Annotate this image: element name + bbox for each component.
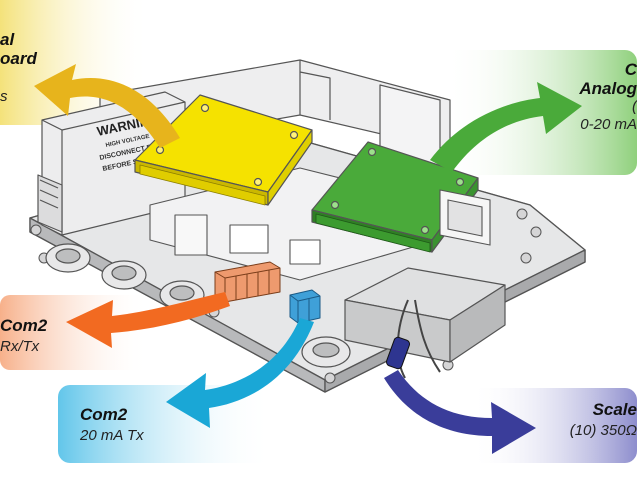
board-screw xyxy=(330,200,340,210)
label-analog-line1: C xyxy=(624,60,637,79)
ferrite-core xyxy=(385,336,411,370)
screw xyxy=(30,224,42,236)
load-cell-box xyxy=(344,267,506,363)
screw xyxy=(520,252,532,264)
gland xyxy=(169,285,195,301)
gland xyxy=(312,342,340,358)
label-com2-rxtx: Com2 Rx/Tx xyxy=(0,316,47,356)
callout-arrows xyxy=(34,64,582,454)
label-option-board-line2: oard xyxy=(0,49,37,68)
arrow-scale xyxy=(384,370,536,454)
arrow-analog-green xyxy=(430,82,582,172)
label-scale-title: Scale xyxy=(592,400,637,419)
label-scale-sub: (10) 350Ω xyxy=(569,422,637,439)
board-chip xyxy=(229,224,269,254)
label-com2-rxtx-title: Com2 xyxy=(0,316,48,335)
arrow-com2-20ma xyxy=(166,318,314,428)
side-connector xyxy=(439,189,491,246)
label-analog-sub1: ( xyxy=(632,98,637,115)
blue-terminal-block xyxy=(289,289,321,324)
arrow-option-board-yellow xyxy=(34,64,180,148)
arrow-com2-rxtx xyxy=(66,292,230,348)
screw xyxy=(530,226,542,238)
label-option-board-sub: s xyxy=(0,88,8,105)
label-analog: C Analog ( 0-20 mA xyxy=(579,60,637,134)
board-screw xyxy=(200,103,210,113)
label-scale: Scale (10) 350Ω xyxy=(570,400,637,440)
board-screw xyxy=(367,147,377,157)
gland xyxy=(55,248,81,264)
label-analog-line2: Analog xyxy=(579,79,637,98)
screw xyxy=(516,208,528,220)
left-label-bg xyxy=(0,295,150,370)
label-com2-20ma: Com2 20 mA Tx xyxy=(80,405,144,445)
gland xyxy=(111,265,137,281)
board-screw xyxy=(455,177,465,187)
label-com2-20ma-sub: 20 mA Tx xyxy=(80,427,144,444)
board-screw xyxy=(253,177,263,187)
board-screw xyxy=(420,225,430,235)
board-chip xyxy=(289,239,321,265)
label-com2-rxtx-sub: Rx/Tx xyxy=(0,338,40,355)
board-relay xyxy=(174,214,208,256)
yellow-option-board xyxy=(134,94,313,206)
label-option-board: al oard s xyxy=(0,30,37,106)
label-com2-20ma-title: Com2 xyxy=(80,405,128,424)
label-option-board-line1: al xyxy=(0,30,15,49)
orange-terminal-block xyxy=(214,261,281,303)
screw xyxy=(324,372,336,384)
board-screw xyxy=(289,130,299,140)
label-analog-sub2: 0-20 mA xyxy=(580,116,637,133)
scale-cable xyxy=(385,299,441,379)
right-label-bg xyxy=(470,388,637,463)
